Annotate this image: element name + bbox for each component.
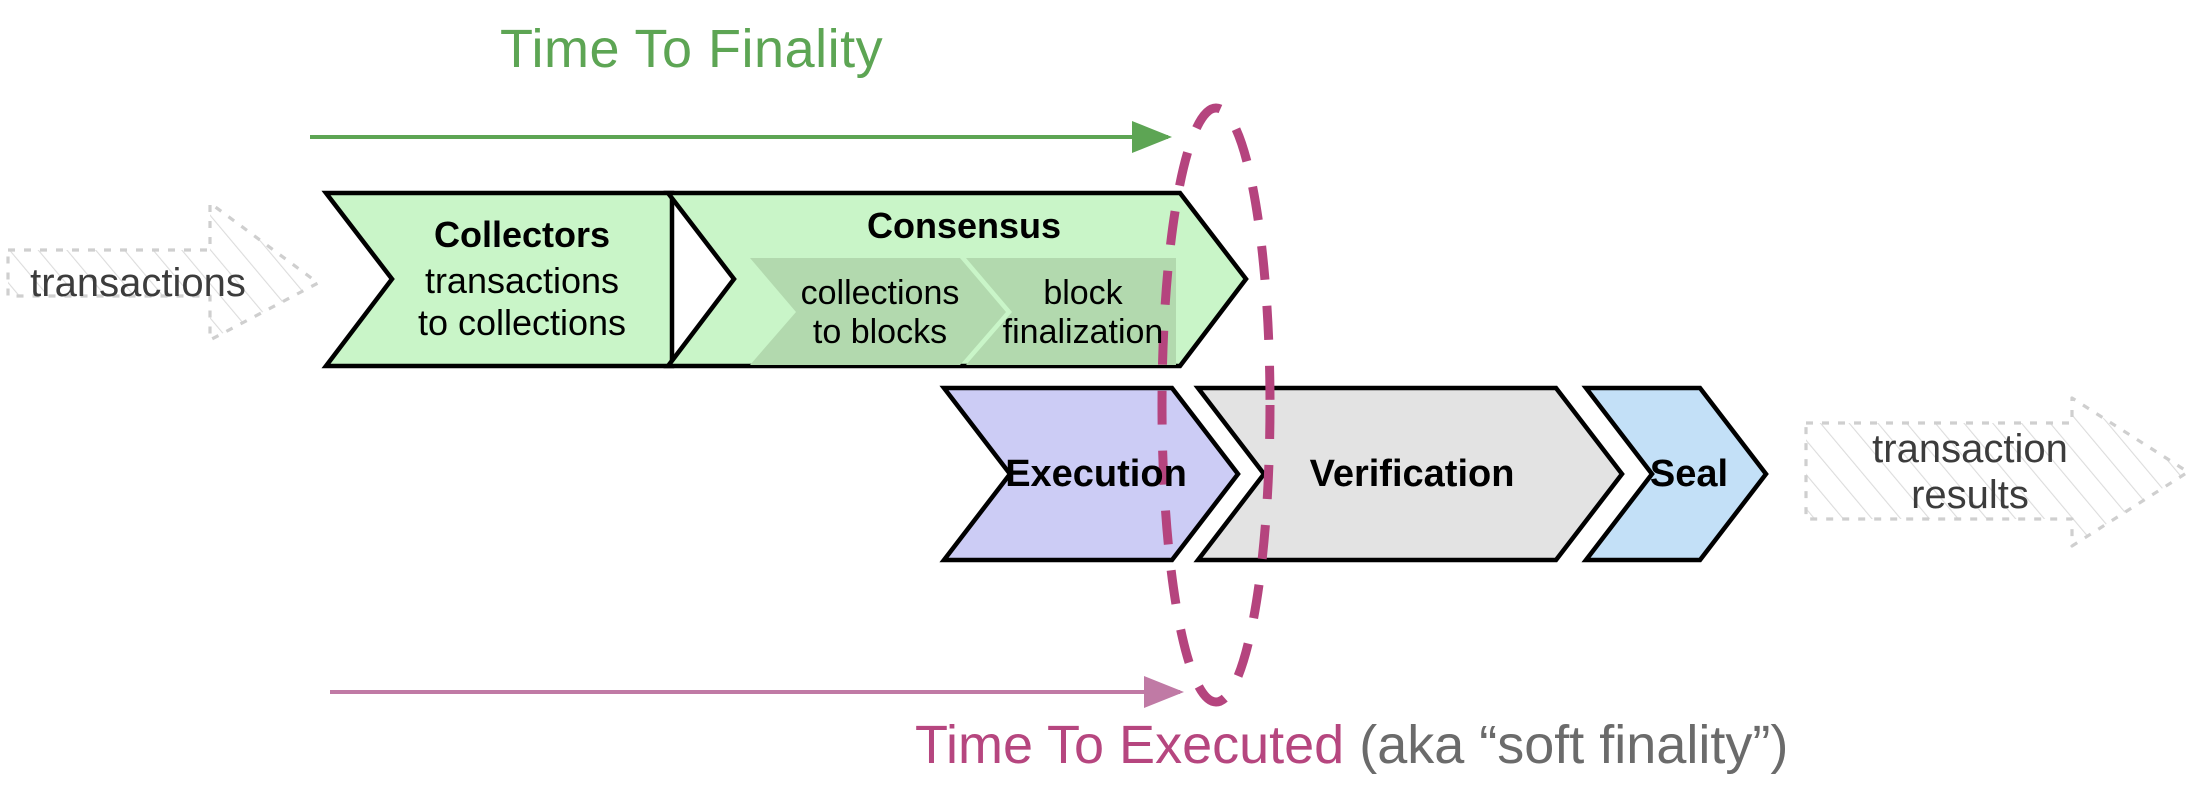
time-to-executed-label: Time To Executed (915, 715, 1345, 775)
stage-collectors[interactable]: Collectors transactions to collections (372, 200, 672, 358)
output-arrow-label-line1: transaction (1872, 427, 2068, 471)
output-arrow-label-line2: results (1911, 473, 2029, 517)
stage-verification[interactable]: Verification (1238, 448, 1586, 500)
soft-finality-note: (aka “soft finality”) (1359, 715, 1789, 775)
stage-verification-title: Verification (1309, 452, 1515, 495)
stage-block-finalization[interactable]: block finalization (978, 265, 1188, 361)
finality-boundary-ellipse (1157, 103, 1275, 707)
stage-seal[interactable]: Seal (1624, 448, 1754, 500)
page-title-time-to-executed: Time To Executed (aka “soft finality”) (915, 714, 1788, 776)
stage-seal-title: Seal (1649, 452, 1729, 495)
stage-collectors-subtitle-line2: to collections (417, 301, 627, 343)
stage-collectors-title: Collectors (433, 214, 611, 256)
stage-consensus-title: Consensus (866, 205, 1062, 247)
input-arrow-label: transactions (30, 261, 246, 305)
stage-consensus[interactable]: Consensus (744, 203, 1184, 249)
page-title-time-to-finality: Time To Finality (500, 19, 884, 79)
stage-collections-to-blocks-line2: to blocks (812, 313, 948, 351)
output-arrow-transaction-results: transaction results (1830, 424, 2110, 520)
stage-collections-to-blocks-line1: collections (800, 273, 960, 312)
stage-block-finalization-line1: block (1043, 273, 1123, 312)
stage-collectors-subtitle-line1: transactions (424, 260, 620, 302)
stage-execution-title: Execution (1005, 452, 1187, 495)
stage-block-finalization-line2: finalization (1002, 313, 1164, 351)
input-arrow-transactions: transactions (18, 250, 258, 316)
stage-collections-to-blocks[interactable]: collections to blocks (764, 265, 996, 361)
stage-execution[interactable]: Execution (984, 448, 1208, 500)
